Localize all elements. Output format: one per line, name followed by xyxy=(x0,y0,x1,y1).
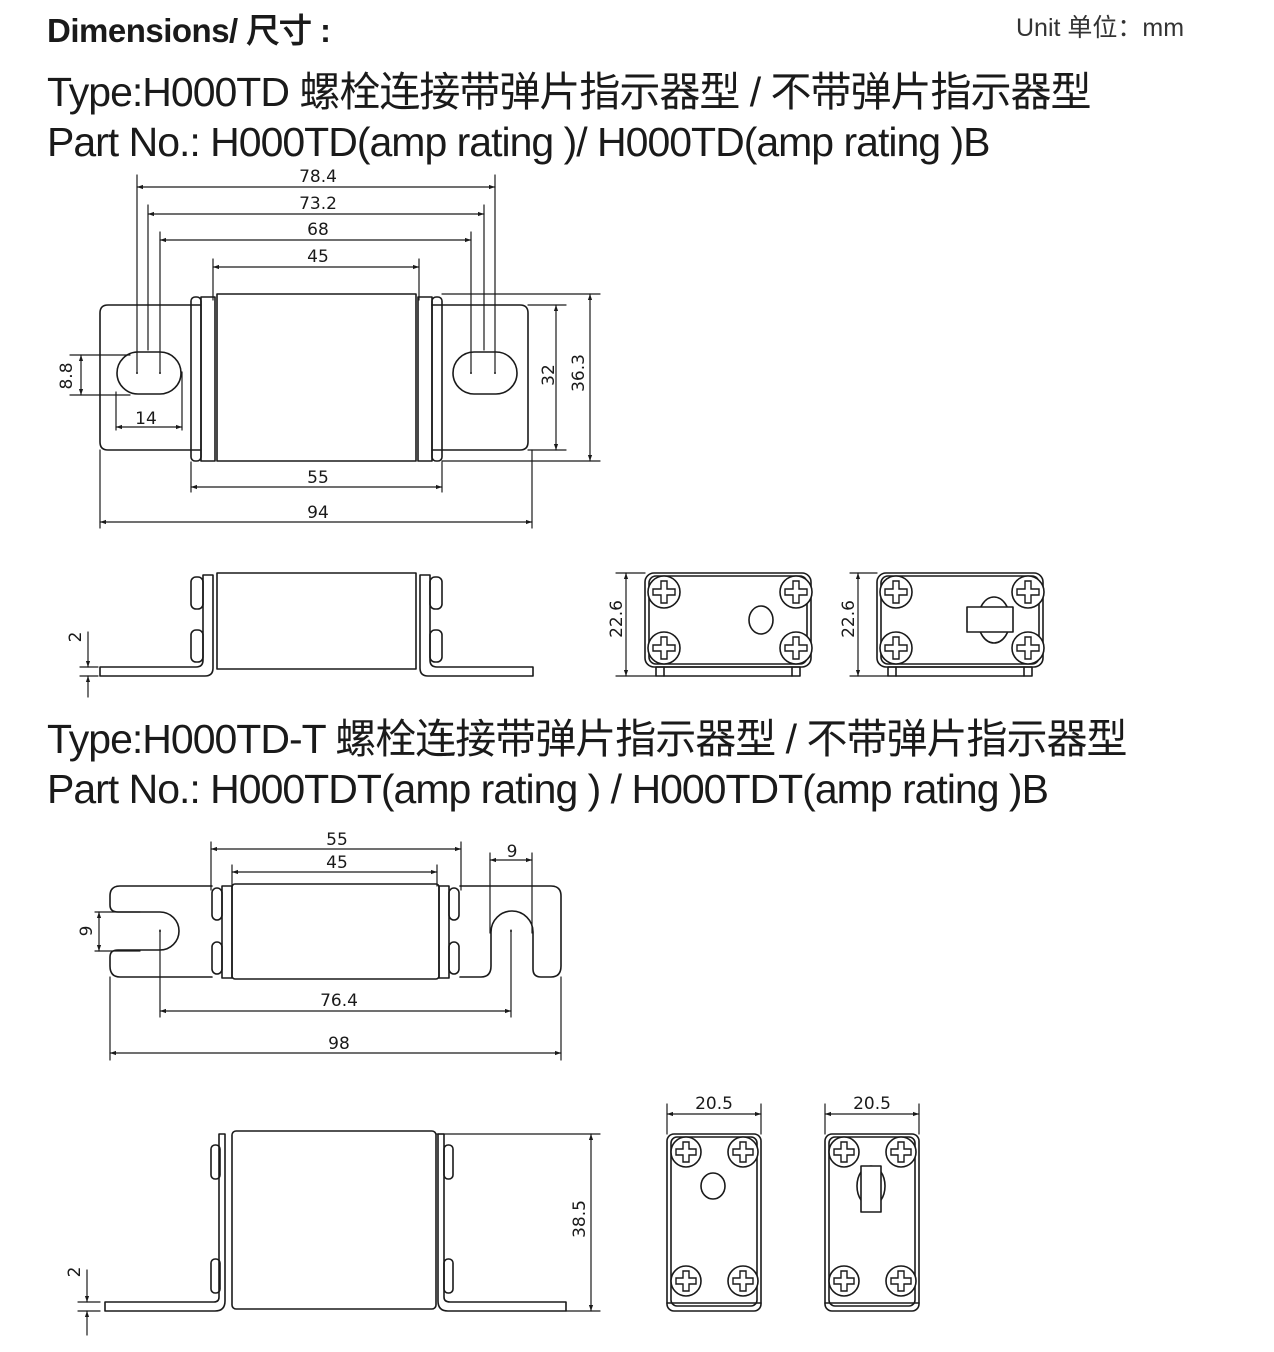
dim-45-t: 45 xyxy=(326,853,348,873)
section1-type: Type:H000TD 螺栓连接带弹片指示器型 / 不带弹片指示器型 xyxy=(47,69,1092,115)
dim-2-a: 2 xyxy=(66,632,86,643)
unit-label: Unit 单位：mm xyxy=(1016,14,1185,42)
dim-8-8: 8.8 xyxy=(57,362,77,389)
section1-side-view xyxy=(99,572,534,677)
dim-22-6-b: 22.6 xyxy=(839,600,859,638)
section2-top-view xyxy=(109,883,562,980)
dim-20-5-a: 20.5 xyxy=(695,1094,733,1114)
dim-45: 45 xyxy=(307,247,329,267)
dim-36-3: 36.3 xyxy=(569,354,589,392)
section1-end-view-a xyxy=(644,572,812,677)
dim-76-4: 76.4 xyxy=(320,991,358,1011)
dim-14: 14 xyxy=(135,409,157,429)
dim-68: 68 xyxy=(307,220,329,240)
dim-98: 98 xyxy=(328,1034,350,1054)
dim-9-right: 9 xyxy=(507,842,518,862)
dim-94: 94 xyxy=(307,503,329,523)
screw-icons xyxy=(647,575,1045,1297)
dim-22-6-a: 22.6 xyxy=(607,600,627,638)
page-title: Dimensions/ 尺寸 : xyxy=(47,12,331,49)
section2-type: Type:H000TD-T 螺栓连接带弹片指示器型 / 不带弹片指示器型 xyxy=(47,716,1127,762)
section2-part-no: Part No.: H000TDT(amp rating ) / H000TDT… xyxy=(47,766,1049,812)
dim-55-t: 55 xyxy=(326,830,348,850)
dim-38-5: 38.5 xyxy=(570,1200,590,1238)
dim-78-4: 78.4 xyxy=(299,167,337,187)
section1-end-view-b xyxy=(876,572,1044,677)
section2-end-view-b xyxy=(824,1133,920,1312)
dim-9-left: 9 xyxy=(77,926,97,937)
section2-side-view xyxy=(104,1130,567,1312)
dim-32: 32 xyxy=(539,364,559,386)
section1-top-view xyxy=(99,293,529,462)
dim-2-b: 2 xyxy=(65,1267,85,1278)
dim-55: 55 xyxy=(307,468,329,488)
section1-part-no: Part No.: H000TD(amp rating )/ H000TD(am… xyxy=(47,119,990,165)
dim-20-5-b: 20.5 xyxy=(853,1094,891,1114)
section2-end-view-a xyxy=(666,1133,762,1312)
dim-73-2: 73.2 xyxy=(299,194,337,214)
